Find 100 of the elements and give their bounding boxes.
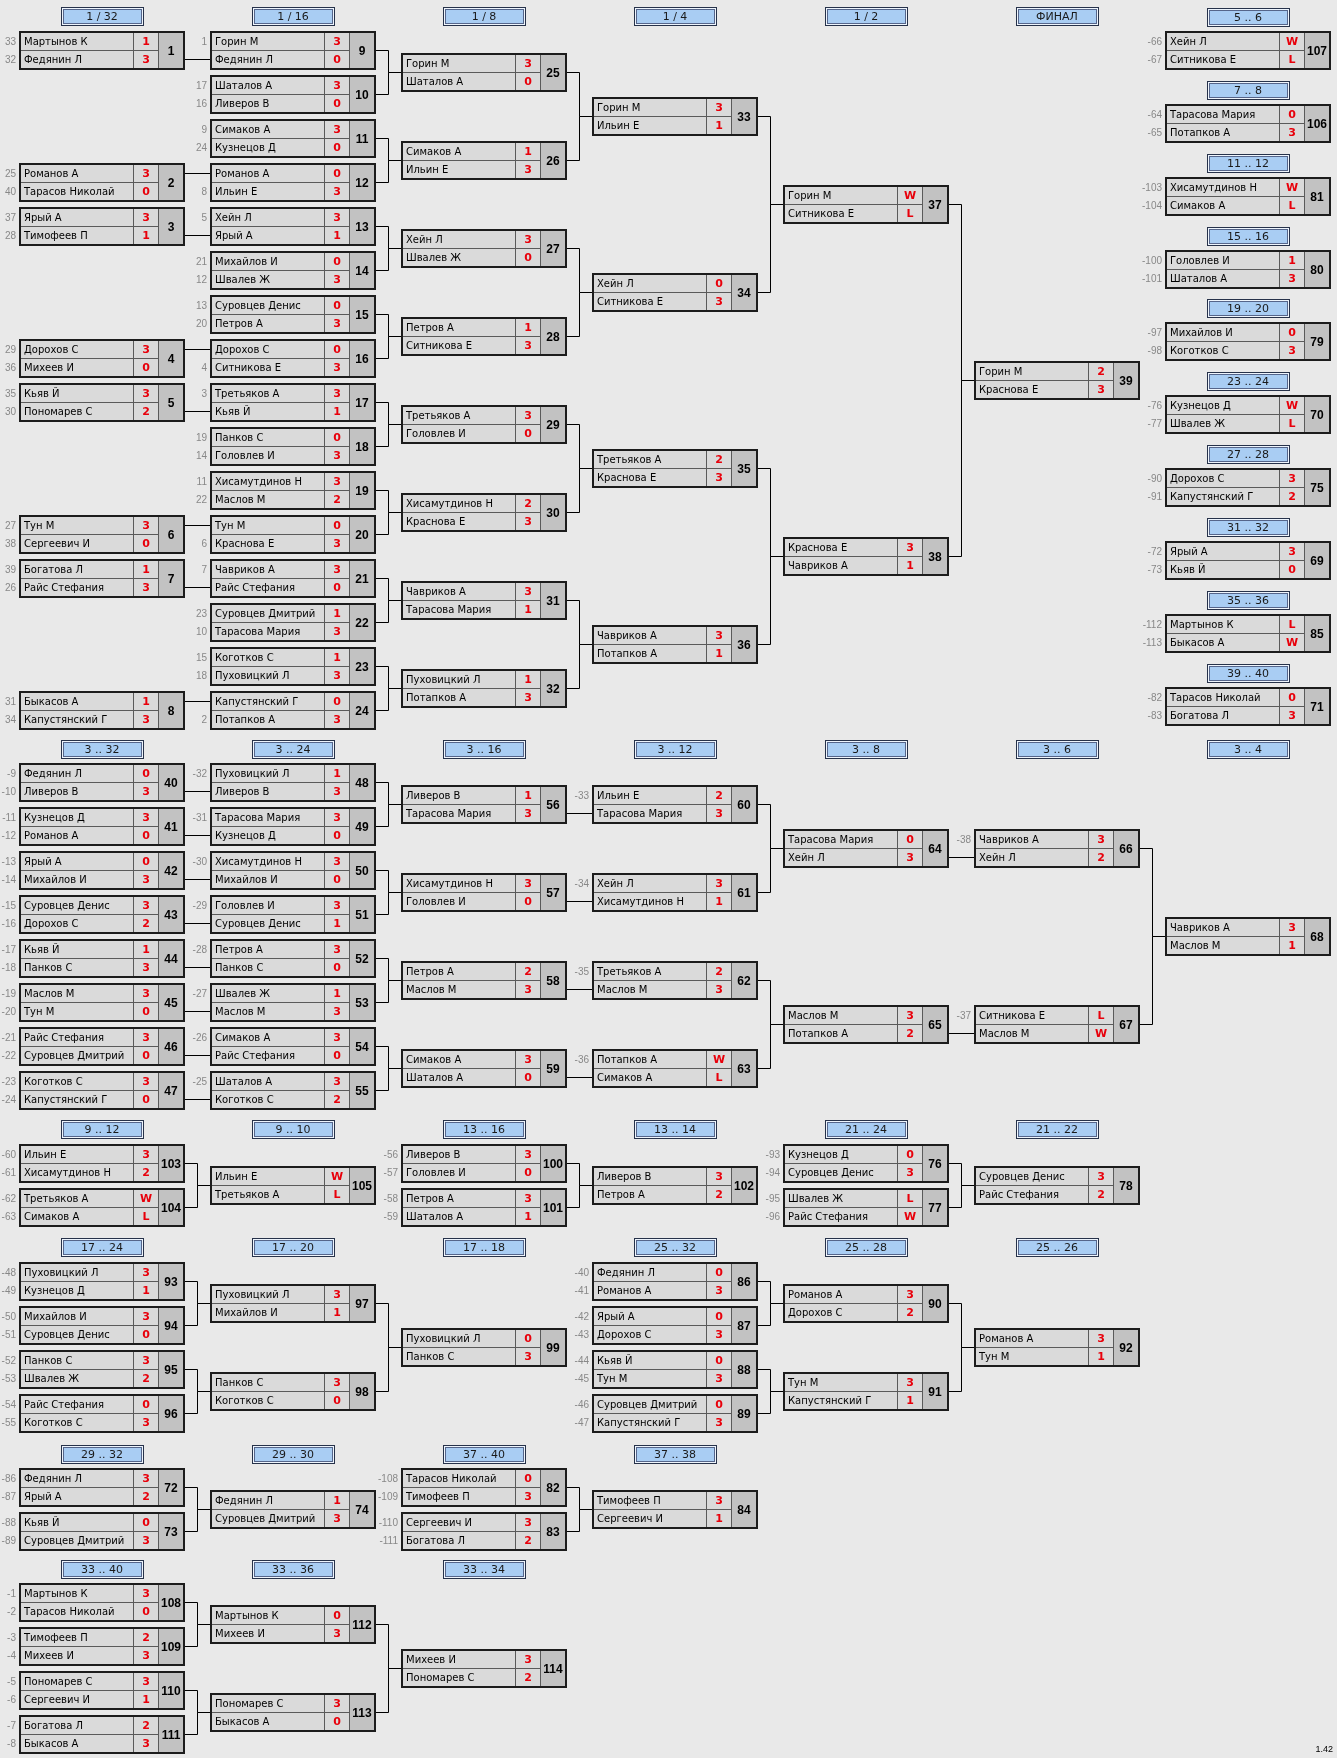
seed-number: -4 bbox=[7, 1649, 16, 1663]
bracket-line bbox=[184, 349, 211, 350]
score: 1 bbox=[707, 645, 731, 662]
player-name: Потапков А bbox=[1167, 124, 1279, 141]
match-box bbox=[1165, 687, 1331, 726]
player-name: Потапков А bbox=[594, 1051, 706, 1068]
score: 2 bbox=[134, 403, 158, 420]
seed-number: -48 bbox=[1, 1266, 16, 1280]
score: 3 bbox=[707, 469, 731, 486]
score: 3 bbox=[1089, 1330, 1113, 1347]
match-number: 72 bbox=[159, 1470, 183, 1505]
score: 0 bbox=[516, 893, 540, 910]
match-box bbox=[19, 895, 185, 934]
bracket-line bbox=[757, 1024, 784, 1069]
match-number: 22 bbox=[350, 605, 374, 640]
seed-number: -34 bbox=[574, 877, 589, 891]
score: 3 bbox=[516, 1651, 540, 1668]
score: 0 bbox=[1280, 106, 1304, 123]
round-header: 29 .. 30 bbox=[251, 1445, 335, 1464]
score: 3 bbox=[898, 1164, 922, 1181]
score: 1 bbox=[1089, 1348, 1113, 1365]
match-number: 108 bbox=[159, 1585, 183, 1620]
match-box bbox=[210, 471, 376, 510]
match-number: 25 bbox=[541, 55, 565, 90]
match-box bbox=[1165, 177, 1331, 216]
seed-number: -8 bbox=[7, 1737, 16, 1751]
player-name: Сергеевич И bbox=[21, 1691, 133, 1708]
match-number: 101 bbox=[541, 1190, 565, 1225]
seed-number: -55 bbox=[1, 1416, 16, 1430]
match-number: 28 bbox=[541, 319, 565, 354]
score: 3 bbox=[134, 209, 158, 226]
seed-number: -87 bbox=[1, 1490, 16, 1504]
player-name: Потапков А bbox=[785, 1025, 897, 1042]
match-number: 85 bbox=[1305, 616, 1329, 651]
player-name: Швалев Ж bbox=[785, 1190, 897, 1207]
bracket-line bbox=[566, 813, 593, 814]
bracket-line bbox=[375, 424, 402, 447]
seed-number: -88 bbox=[1, 1516, 16, 1530]
seed-number: 12 bbox=[195, 273, 207, 287]
round-header: 5 .. 6 bbox=[1206, 8, 1290, 27]
score: 3 bbox=[134, 783, 158, 800]
score: 0 bbox=[325, 517, 349, 534]
match-number: 105 bbox=[350, 1168, 374, 1203]
score: 3 bbox=[134, 1352, 158, 1369]
match-box bbox=[19, 515, 185, 554]
player-name: Хейн Л bbox=[403, 231, 515, 248]
player-name: Хейн Л bbox=[594, 275, 706, 292]
seed-number: -18 bbox=[1, 961, 16, 975]
match-number: 29 bbox=[541, 407, 565, 442]
score: 0 bbox=[707, 1396, 731, 1413]
player-name: Дорохов С bbox=[594, 1326, 706, 1343]
bracket-line bbox=[948, 1347, 975, 1392]
score: 3 bbox=[134, 809, 158, 826]
player-name: Кьяв Й bbox=[1167, 561, 1279, 578]
player-name: Ярый А bbox=[21, 853, 133, 870]
score: 3 bbox=[1089, 1168, 1113, 1185]
score: W bbox=[1280, 397, 1304, 414]
player-name: Маслов М bbox=[594, 981, 706, 998]
match-number: 46 bbox=[159, 1029, 183, 1064]
score: 0 bbox=[325, 95, 349, 112]
player-name: Тарасов Николай bbox=[21, 1603, 133, 1620]
seed-number: 19 bbox=[195, 431, 207, 445]
score: 0 bbox=[134, 359, 158, 376]
round-header: ФИНАЛ bbox=[1015, 7, 1099, 26]
seed-number: -97 bbox=[1147, 326, 1162, 340]
match-number: 37 bbox=[923, 187, 947, 222]
match-number: 78 bbox=[1114, 1168, 1138, 1203]
player-name: Михайлов И bbox=[21, 1308, 133, 1325]
match-number: 38 bbox=[923, 539, 947, 574]
match-box bbox=[19, 939, 185, 978]
score: 1 bbox=[516, 1208, 540, 1225]
score: 3 bbox=[516, 981, 540, 998]
match-number: 53 bbox=[350, 985, 374, 1020]
player-name: Тун М bbox=[21, 1003, 133, 1020]
match-number: 80 bbox=[1305, 252, 1329, 287]
score: 3 bbox=[134, 1029, 158, 1046]
seed-number: -89 bbox=[1, 1534, 16, 1548]
score: 1 bbox=[516, 671, 540, 688]
match-number: 74 bbox=[350, 1492, 374, 1527]
match-box bbox=[210, 1605, 376, 1644]
player-name: Сергеевич И bbox=[21, 535, 133, 552]
seed-number: 11 bbox=[196, 475, 207, 489]
seed-number: -57 bbox=[383, 1166, 398, 1180]
match-number: 88 bbox=[732, 1352, 756, 1387]
score: 0 bbox=[134, 1326, 158, 1343]
match-box bbox=[210, 383, 376, 422]
seed-number: -47 bbox=[574, 1416, 589, 1430]
score: 0 bbox=[516, 1164, 540, 1181]
match-number: 20 bbox=[350, 517, 374, 552]
seed-number: -104 bbox=[1142, 199, 1162, 213]
match-number: 104 bbox=[159, 1190, 183, 1225]
player-name: Панков С bbox=[212, 959, 324, 976]
score: 1 bbox=[325, 1492, 349, 1509]
score: 1 bbox=[134, 227, 158, 244]
match-number: 106 bbox=[1305, 106, 1329, 141]
player-name: Капустянский Г bbox=[21, 1091, 133, 1108]
player-name: Панков С bbox=[21, 959, 133, 976]
match-box bbox=[210, 1071, 376, 1110]
score: 3 bbox=[516, 513, 540, 530]
match-box bbox=[592, 273, 758, 312]
